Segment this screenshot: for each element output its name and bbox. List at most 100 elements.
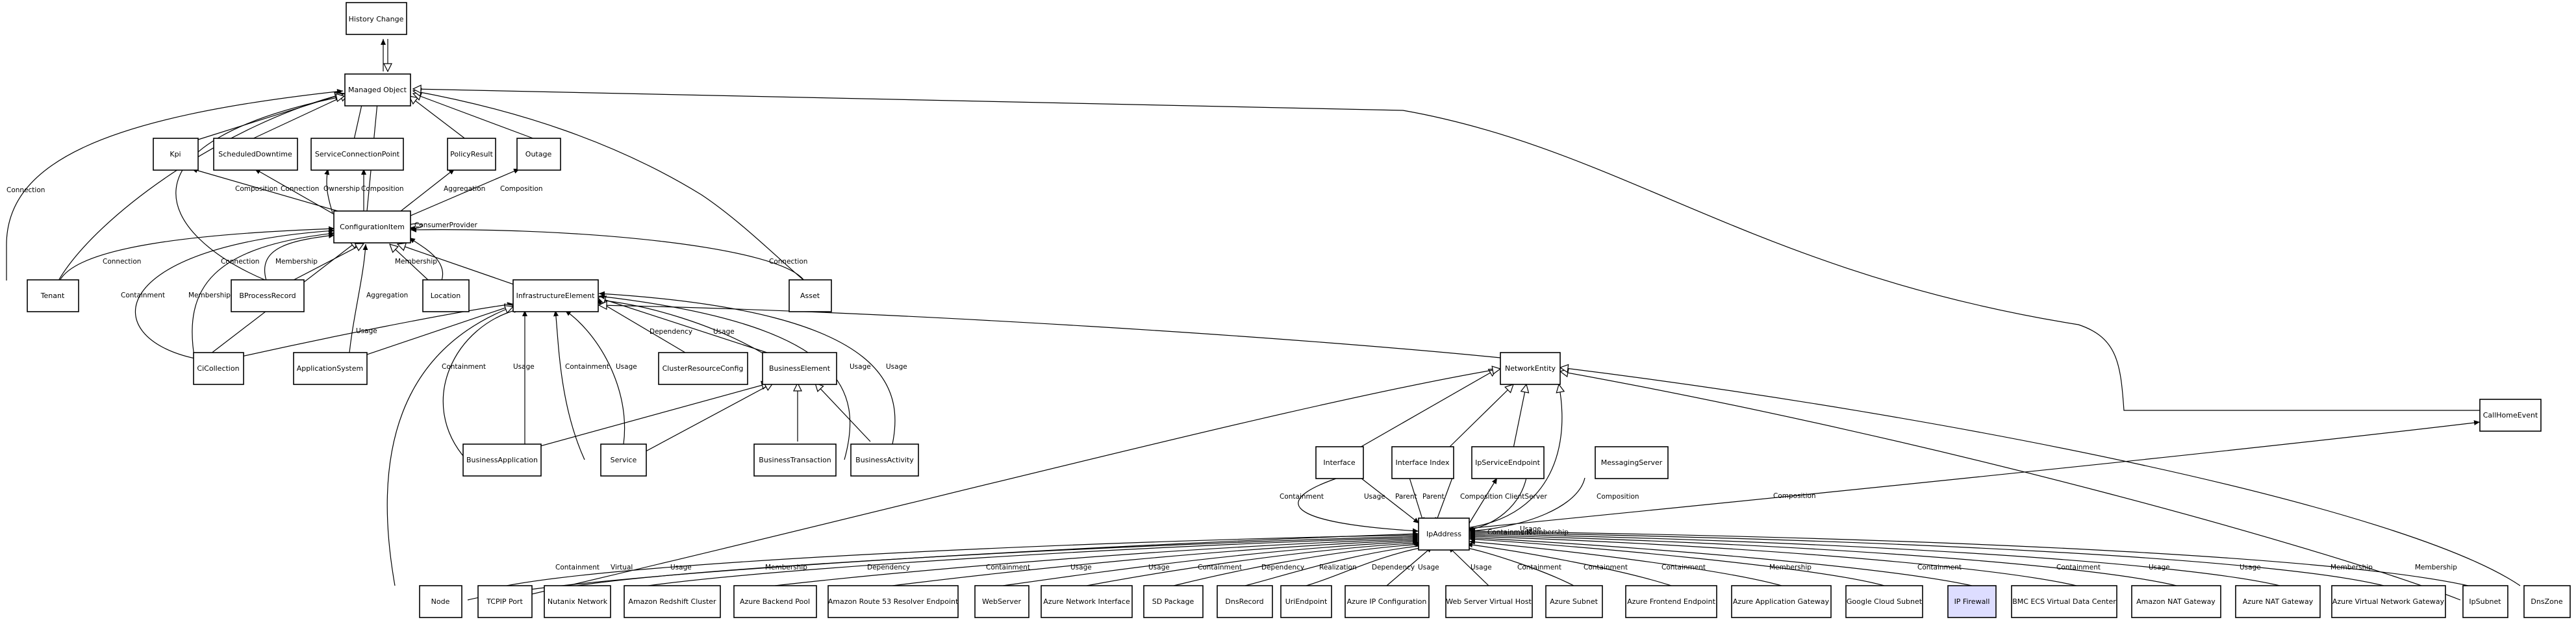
edge-label-containment-1: Containment xyxy=(121,292,165,299)
node-azure-frontend-endpoint[interactable]: Azure Frontend Endpoint xyxy=(1625,585,1717,618)
bottom-into-ip-address xyxy=(467,529,2469,601)
node-application-system[interactable]: ApplicationSystem xyxy=(293,352,368,385)
edge-label-parent-2: Parent xyxy=(1422,493,1445,501)
node-business-activity[interactable]: BusinessActivity xyxy=(850,443,919,477)
edge-label-aggregation-2: Aggregation xyxy=(366,292,408,299)
edge-label-ownership: Ownership xyxy=(323,185,360,193)
edge-label-usage-3: Usage xyxy=(616,363,637,371)
svg-text:Outage: Outage xyxy=(525,150,552,158)
node-uri-endpoint[interactable]: UriEndpoint xyxy=(1280,585,1332,618)
svg-text:History Change: History Change xyxy=(349,15,404,23)
node-cluster-resource-config[interactable]: ClusterResourceConfig xyxy=(658,352,748,385)
edge-label-usage-near: Usage xyxy=(1520,525,1541,533)
svg-text:IP Firewall: IP Firewall xyxy=(1954,597,1990,606)
node-location[interactable]: Location xyxy=(422,279,470,312)
node-service[interactable]: Service xyxy=(600,443,647,477)
node-google-cloud-subnet[interactable]: Google Cloud Subnet xyxy=(1845,585,1923,618)
node-amazon-nat-gateway[interactable]: Amazon NAT Gateway xyxy=(2131,585,2221,618)
node-call-home-event[interactable]: CallHomeEvent xyxy=(2479,399,2542,432)
edge-label-composition-1: Composition xyxy=(235,185,278,193)
node-ip-address[interactable]: IpAddress xyxy=(1418,518,1470,551)
node-managed-object[interactable]: Managed Object xyxy=(344,73,411,106)
node-scheduled-downtime[interactable]: ScheduledDowntime xyxy=(213,138,298,171)
node-node[interactable]: Node xyxy=(419,585,462,618)
node-outage[interactable]: Outage xyxy=(516,138,561,171)
node-ip-service-endpoint[interactable]: IpServiceEndpoint xyxy=(1471,446,1545,479)
edge-label-aggregation-1: Aggregation xyxy=(444,185,485,193)
svg-text:CiCollection: CiCollection xyxy=(197,364,239,373)
node-nutanix-network[interactable]: Nutanix Network xyxy=(544,585,611,618)
node-messaging-server[interactable]: MessagingServer xyxy=(1595,446,1669,479)
edge-label-usage-4: Usage xyxy=(713,328,735,336)
node-azure-network-interface[interactable]: Azure Network Interface xyxy=(1041,585,1133,618)
node-sd-package[interactable]: SD Package xyxy=(1143,585,1204,618)
node-ci-collection[interactable]: CiCollection xyxy=(193,352,244,385)
node-tcpip-port[interactable]: TCPIP Port xyxy=(477,585,533,618)
node-kpi[interactable]: Kpi xyxy=(153,138,199,171)
node-interface[interactable]: Interface xyxy=(1315,446,1364,479)
node-service-connection-point[interactable]: ServiceConnectionPoint xyxy=(310,138,404,171)
node-interface-index[interactable]: Interface Index xyxy=(1391,446,1454,479)
svg-text:BusinessTransaction: BusinessTransaction xyxy=(759,456,831,464)
node-bprocess-record[interactable]: BProcessRecord xyxy=(231,279,305,312)
node-azure-subnet[interactable]: Azure Subnet xyxy=(1545,585,1603,618)
node-dns-record[interactable]: DnsRecord xyxy=(1217,585,1273,618)
edge-label-usage-2: Usage xyxy=(513,363,535,371)
node-ip-subnet[interactable]: IpSubnet xyxy=(2462,585,2508,618)
edge-label-membership-near: Membership xyxy=(1526,529,1569,536)
node-azure-nat-gateway[interactable]: Azure NAT Gateway xyxy=(2235,585,2321,618)
node-history-change[interactable]: History Change xyxy=(346,2,407,35)
node-ip-firewall[interactable]: IP Firewall xyxy=(1947,585,1997,618)
node-business-application[interactable]: BusinessApplication xyxy=(462,443,542,477)
node-policy-result[interactable]: PolicyResult xyxy=(447,138,496,171)
svg-text:DnsZone: DnsZone xyxy=(2531,597,2562,606)
edge-label-composition-2: Composition xyxy=(361,185,404,193)
edge-label-connection-4: Connection xyxy=(769,258,807,266)
node-azure-ip-configuration[interactable]: Azure IP Configuration xyxy=(1345,585,1430,618)
edge-label-usage-b3: Usage xyxy=(1148,564,1170,571)
node-web-server-virtual-host[interactable]: Web Server Virtual Host xyxy=(1445,585,1533,618)
svg-text:IpAddress: IpAddress xyxy=(1426,530,1461,538)
node-web-server[interactable]: WebServer xyxy=(974,585,1029,618)
svg-text:Amazon Redshift Cluster: Amazon Redshift Cluster xyxy=(628,597,716,606)
edge-label-containment-4: Containment xyxy=(1280,493,1324,501)
edge-label-usage-b4: Usage xyxy=(1418,564,1439,571)
edge-label-usage-6: Usage xyxy=(886,363,907,371)
svg-text:ApplicationSystem: ApplicationSystem xyxy=(297,364,363,373)
svg-text:Azure Subnet: Azure Subnet xyxy=(1550,597,1598,606)
svg-text:IpServiceEndpoint: IpServiceEndpoint xyxy=(1475,458,1541,467)
node-dns-zone[interactable]: DnsZone xyxy=(2523,585,2571,618)
edge-label-dependency-b3: Dependency xyxy=(1372,564,1415,571)
edge-label-membership-2: Membership xyxy=(395,258,437,266)
node-infrastructure-element[interactable]: InfrastructureElement xyxy=(512,279,599,312)
edge-label-usage-1: Usage xyxy=(356,327,377,335)
edge-label-usage-b5: Usage xyxy=(1471,564,1492,571)
svg-text:ClusterResourceConfig: ClusterResourceConfig xyxy=(663,364,744,373)
node-business-element[interactable]: BusinessElement xyxy=(762,352,837,385)
edge-label-composition-4: Composition xyxy=(1460,493,1503,501)
edge-label-containment-3: Containment xyxy=(565,363,609,371)
edge-label-client-server: ClientServer xyxy=(1505,493,1548,501)
node-network-entity[interactable]: NetworkEntity xyxy=(1500,352,1561,385)
edge-label-dependency-b1: Dependency xyxy=(867,564,910,571)
node-azure-virtual-network-gateway[interactable]: Azure Virtual Network Gateway xyxy=(2331,585,2446,618)
edge-label-composition-5: Composition xyxy=(1597,493,1639,501)
node-asset[interactable]: Asset xyxy=(789,279,832,312)
node-configuration-item[interactable]: ConfigurationItem xyxy=(333,210,411,243)
svg-text:NetworkEntity: NetworkEntity xyxy=(1505,364,1556,373)
node-azure-backend-pool[interactable]: Azure Backend Pool xyxy=(733,585,817,618)
node-bmc-ecs-virtual-data-center[interactable]: BMC ECS Virtual Data Center xyxy=(2011,585,2117,618)
edge-label-containment-b7: Containment xyxy=(1917,564,1962,571)
node-azure-application-gateway[interactable]: Azure Application Gateway xyxy=(1731,585,1832,618)
node-business-transaction[interactable]: BusinessTransaction xyxy=(753,443,837,477)
edge-label-connection-3: Connection xyxy=(221,258,259,266)
svg-text:Amazon NAT Gateway: Amazon NAT Gateway xyxy=(2136,597,2216,606)
edge-label-containment-b5: Containment xyxy=(1584,564,1628,571)
node-amazon-redshift-cluster[interactable]: Amazon Redshift Cluster xyxy=(624,585,721,618)
node-amazon-route53-resolver-endpoint[interactable]: Amazon Route 53 Resolver Endpoint xyxy=(827,585,959,618)
svg-text:Kpi: Kpi xyxy=(170,150,181,158)
edge-label-parent-1: Parent xyxy=(1395,493,1417,501)
svg-text:Interface: Interface xyxy=(1323,458,1355,467)
node-tenant[interactable]: Tenant xyxy=(27,279,79,312)
